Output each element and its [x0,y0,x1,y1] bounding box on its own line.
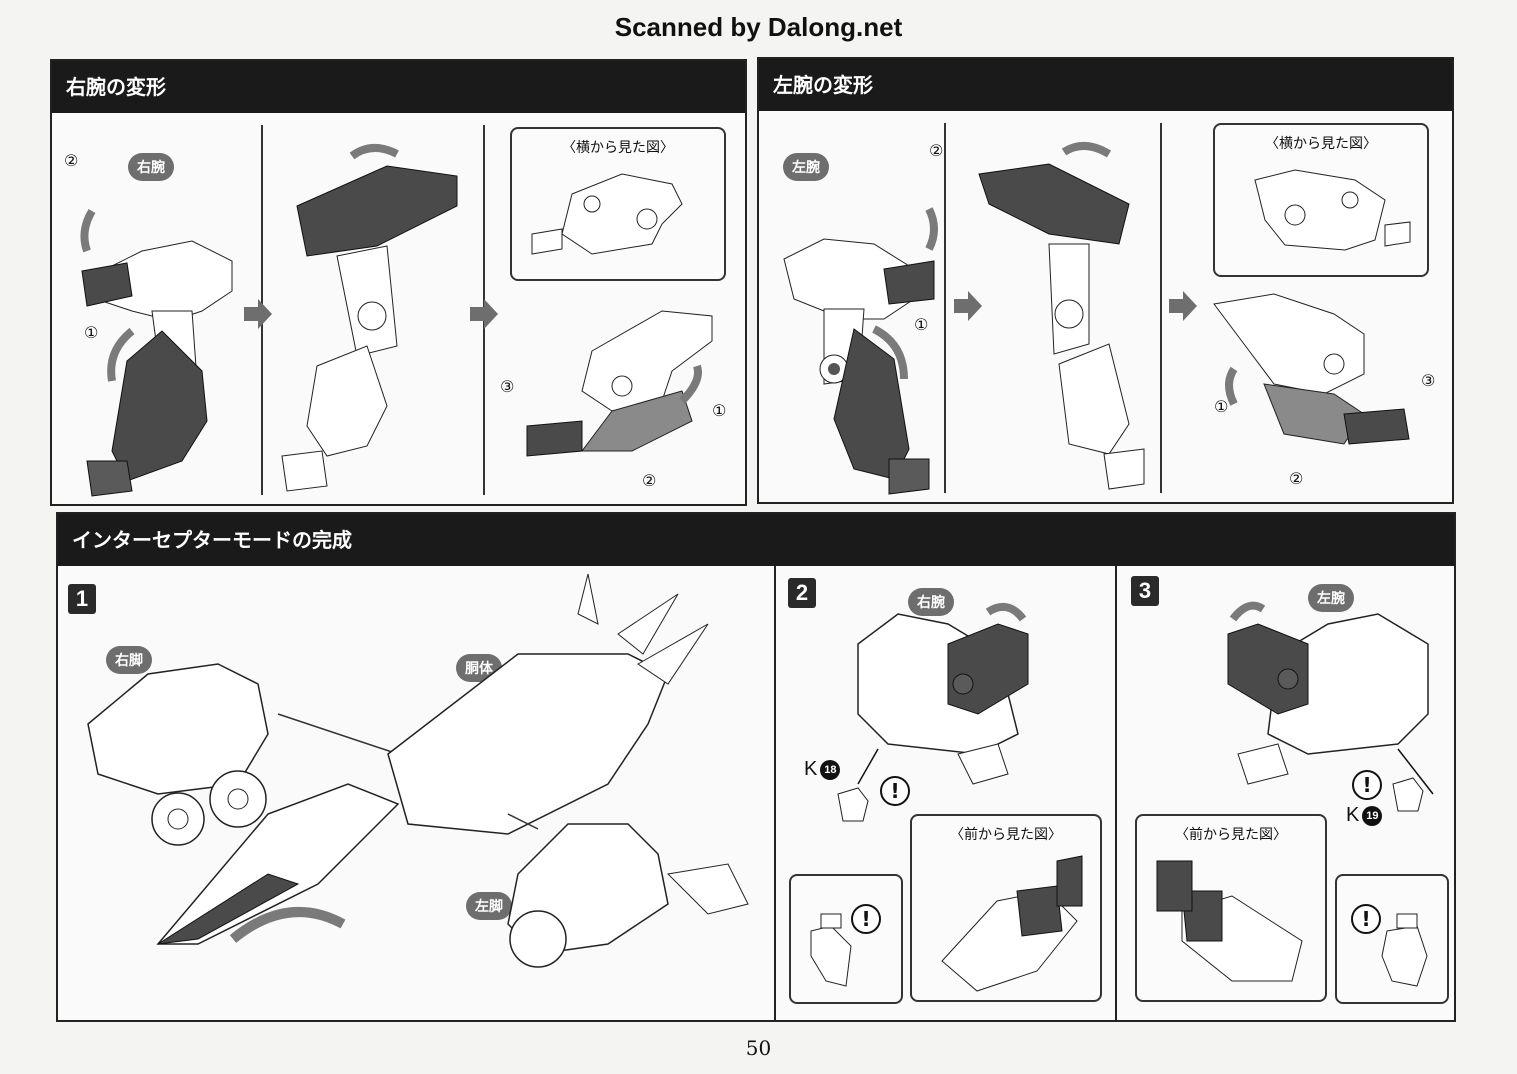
next-step-arrow-icon [470,299,498,329]
side-view-inset: 〈横から見た図〉 [1213,123,1429,277]
step-marker: ① [84,323,99,342]
step-marker: ② [642,471,657,490]
warning-icon: ! [1351,904,1381,934]
right-arm-title: 右腕の変形 [52,61,745,113]
part-k19-icon [1392,777,1424,812]
step-marker: ① [914,315,929,334]
step-marker: ③ [1421,371,1436,390]
left-arm-illustration [978,142,1145,490]
step-divider [1115,566,1117,1022]
part-detail-illustration [810,913,852,987]
part-tag: 右腕 [128,153,174,181]
left-arm-section: 左腕の変形 左腕 ② ① 〈横から見た図〉 ③ [757,57,1454,504]
left-arm-title: 左腕の変形 [759,59,1452,111]
warning-icon: ! [851,904,881,934]
part-detail-illustration [1381,913,1428,987]
left-arm-illustration [783,207,938,495]
side-view-illustration [531,173,683,255]
part-detail-inset: ! [1335,874,1449,1004]
step-marker: ② [929,141,944,160]
completion-title: インターセプターモードの完成 [58,514,1454,566]
right-arm-illustration [80,208,233,497]
part-tag: 左腕 [1308,584,1354,612]
next-step-arrow-icon [244,299,272,329]
step-number: 2 [788,578,816,608]
part-number-badge: 19 [1362,805,1383,826]
part-tag-right-leg: 右脚 [106,646,152,674]
part-tag-left-leg: 左脚 [466,892,512,920]
warning-icon: ! [880,776,910,806]
side-view-label: 〈横から見た図〉 [562,140,674,156]
step-number: 3 [1131,576,1159,606]
interceptor-assembly-illustration [87,573,749,968]
front-view-label: 〈前から見た図〉 [950,827,1062,843]
step-number: 1 [68,584,96,614]
part-number-badge: 18 [820,759,841,780]
step-divider [944,123,946,493]
watermark: Scanned by Dalong.net [614,12,903,42]
step-marker: ③ [500,377,515,396]
right-arm-attach-illustration [857,602,1029,785]
part-letter: K [1346,804,1360,826]
left-arm-attach-illustration [1227,601,1434,795]
completion-section: インターセプターモードの完成 1 右脚 胴体 左脚 2 右腕 [56,512,1456,1022]
right-arm-folded-illustration [526,310,713,457]
right-arm-section: 右腕の変形 右腕 ② ① 〈横から見た図〉 [50,59,747,506]
part-k18-icon [837,787,869,822]
next-step-arrow-icon [954,291,982,321]
step-marker: ① [1214,397,1229,416]
side-view-inset: 〈横から見た図〉 [510,127,726,281]
step-marker: ② [1289,469,1304,488]
part-tag: 右腕 [908,588,954,616]
side-view-label: 〈横から見た図〉 [1265,136,1377,152]
part-tag: 左腕 [783,153,829,181]
step-marker: ② [64,151,79,170]
left-arm-folded-illustration [1213,293,1410,445]
front-view-label: 〈前から見た図〉 [1175,827,1287,843]
front-view-inset: 〈前から見た図〉 [1135,814,1327,1002]
right-arm-illustration [281,144,458,492]
page-number: 50 [745,1036,772,1060]
front-view-illustration [1156,860,1303,982]
next-step-arrow-icon [1169,291,1197,321]
front-view-inset: 〈前から見た図〉 [910,814,1102,1002]
part-letter: K [804,758,818,780]
step-divider [774,566,776,1022]
side-view-illustration [1254,169,1411,251]
part-detail-inset: ! [789,874,903,1004]
step-divider [1160,123,1162,493]
step-marker: ① [712,401,727,420]
warning-icon: ! [1352,770,1382,800]
front-view-illustration [941,855,1083,992]
